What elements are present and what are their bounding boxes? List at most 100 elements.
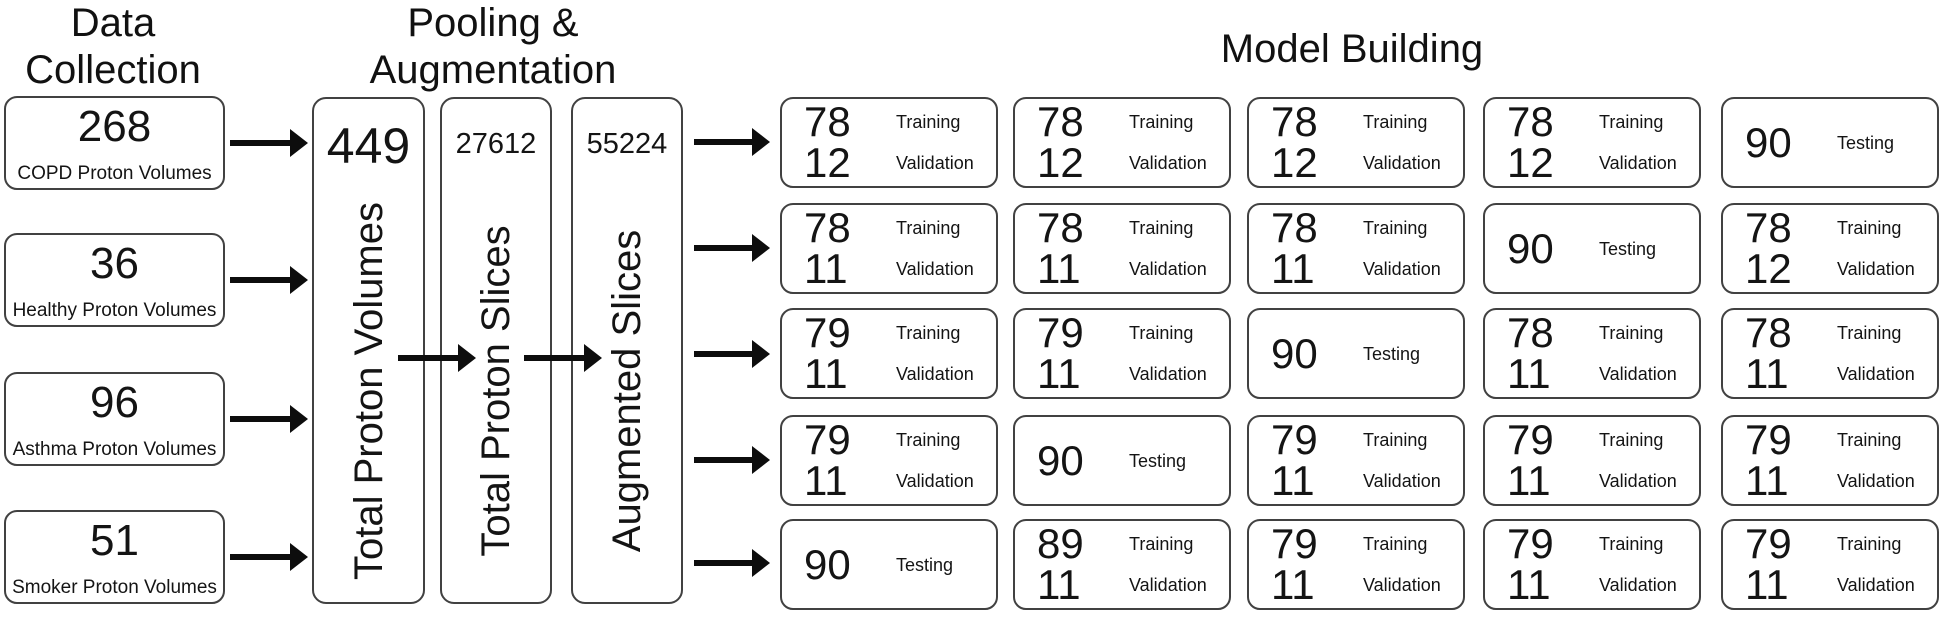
- training-label: Training: [1837, 534, 1902, 555]
- validation-label: Validation: [1363, 470, 1441, 491]
- validation-label: Validation: [896, 152, 974, 173]
- arrow-right-icon: [230, 405, 308, 433]
- box-value: 96: [90, 378, 139, 427]
- validation-label: Validation: [1599, 152, 1677, 173]
- data-collection-box: 96 Asthma Proton Volumes: [4, 372, 225, 466]
- validation-label: Validation: [896, 470, 974, 491]
- testing-count: 90: [1271, 329, 1318, 377]
- validation-count: 12: [1745, 245, 1792, 292]
- training-count: 79: [804, 416, 851, 464]
- arrow-head: [584, 344, 602, 372]
- pooling-stage-box: 449 Total Proton Volumes: [312, 97, 425, 604]
- box-label: COPD Proton Volumes: [17, 163, 212, 184]
- arrow-shaft: [694, 457, 754, 463]
- arrow-shaft: [694, 351, 754, 357]
- testing-label: Testing: [1599, 238, 1657, 259]
- training-count: 78: [1745, 204, 1792, 252]
- box-label: Asthma Proton Volumes: [12, 439, 217, 460]
- training-label: Training: [1837, 218, 1902, 239]
- arrow-head: [290, 543, 308, 571]
- training-count: 78: [804, 98, 851, 146]
- arrow-shaft: [398, 355, 460, 361]
- validation-row: 11 Validation: [804, 245, 996, 292]
- arrow-shaft: [230, 554, 292, 560]
- training-count: 79: [1037, 309, 1084, 357]
- stage-vertical-label: Augmented Slices: [605, 229, 649, 553]
- validation-label: Validation: [896, 258, 974, 279]
- validation-label: Validation: [1129, 363, 1207, 384]
- validation-count: 11: [804, 457, 848, 504]
- training-count: 78: [1507, 309, 1554, 357]
- training-row: 89 Training: [1037, 520, 1229, 568]
- training-count: 78: [1037, 98, 1084, 146]
- stage-value: 449: [326, 118, 411, 174]
- validation-row: 12 Validation: [804, 139, 996, 186]
- validation-count: 12: [1271, 139, 1318, 186]
- training-label: Training: [1363, 218, 1428, 239]
- title-line: Data: [70, 1, 156, 45]
- section-title-pooling-augmentation: Pooling & Augmentation: [332, 0, 654, 94]
- arrow-head: [752, 549, 770, 577]
- training-label: Training: [1363, 430, 1428, 451]
- arrow-right-icon: [230, 266, 308, 294]
- training-label: Training: [896, 430, 961, 451]
- arrow-right-icon: [524, 344, 602, 372]
- arrow-head: [752, 340, 770, 368]
- validation-count: 12: [804, 139, 851, 186]
- training-count: 78: [1745, 309, 1792, 357]
- arrow-shaft: [694, 560, 754, 566]
- training-count: 79: [1745, 520, 1792, 568]
- testing-label: Testing: [1129, 450, 1187, 471]
- model-fold-box: 79 Training 11 Validation: [780, 415, 998, 506]
- stage-value: 27612: [455, 128, 537, 160]
- training-label: Training: [1129, 534, 1194, 555]
- box-value: 51: [90, 516, 139, 565]
- arrow-right-icon: [694, 549, 770, 577]
- training-label: Training: [896, 323, 961, 344]
- validation-count: 11: [804, 245, 848, 292]
- training-count: 79: [1271, 416, 1318, 464]
- arrow-shaft: [230, 416, 292, 422]
- arrow-right-icon: [230, 543, 308, 571]
- training-count: 78: [804, 204, 851, 252]
- validation-count: 12: [1037, 139, 1084, 186]
- training-label: Training: [1599, 534, 1664, 555]
- training-count: 79: [1507, 520, 1554, 568]
- arrow-right-icon: [230, 129, 308, 157]
- validation-row: 11 Validation: [804, 457, 996, 504]
- training-count: 89: [1037, 520, 1084, 568]
- training-count: 78: [1271, 98, 1318, 146]
- validation-count: 11: [1271, 457, 1315, 504]
- pooling-stage-box: 55224 Augmented Slices: [571, 97, 683, 604]
- arrow-right-icon: [398, 344, 476, 372]
- section-title-model-building: Model Building: [1152, 26, 1552, 73]
- arrow-head: [290, 266, 308, 294]
- validation-label: Validation: [1599, 574, 1677, 595]
